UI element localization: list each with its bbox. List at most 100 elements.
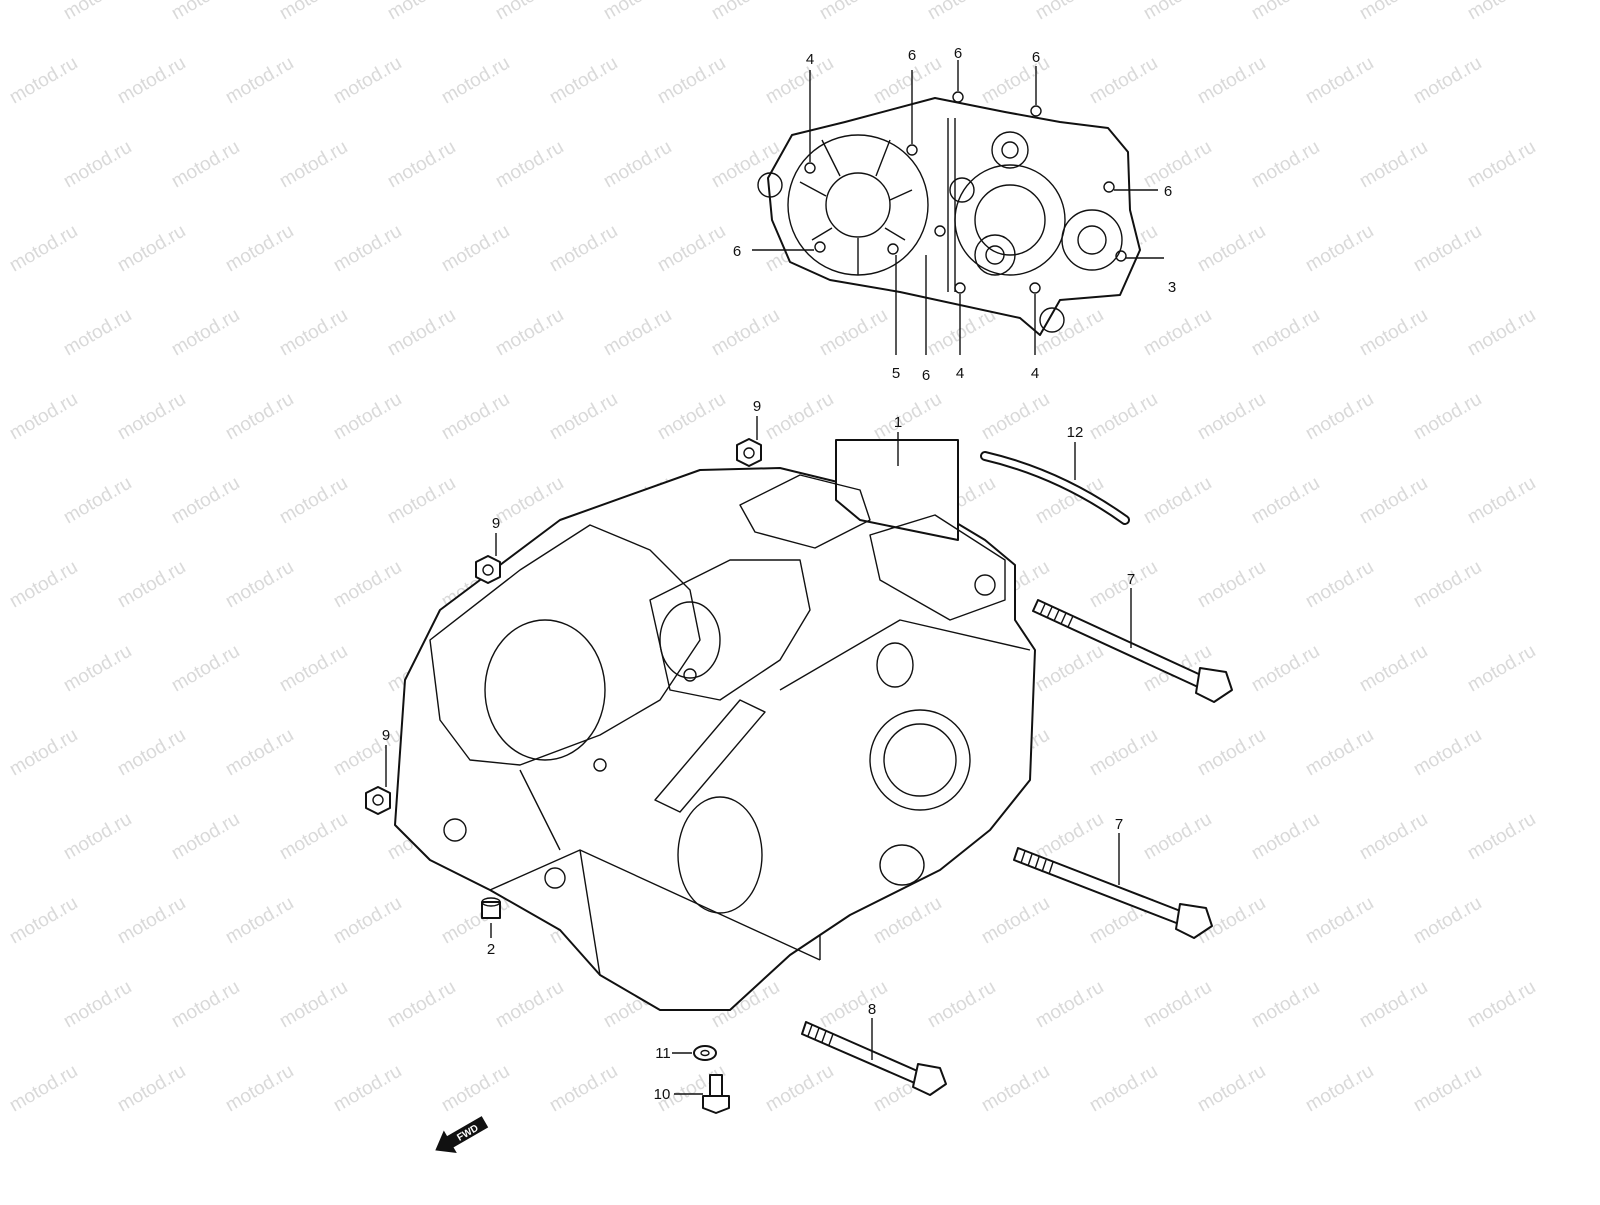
watermark-text-138: motod.ru bbox=[1302, 725, 1377, 781]
callout-9-top: 9 bbox=[753, 398, 761, 415]
callout-labels: 4 6 6 6 6 6 3 5 6 4 4 1 12 9 9 9 7 7 2 8… bbox=[382, 45, 1176, 1103]
watermark-text-5: motod.ru bbox=[600, 0, 675, 24]
watermark-text-177: motod.ru bbox=[1032, 977, 1107, 1033]
watermark-text-170: motod.ru bbox=[276, 977, 351, 1033]
watermark-text-172: motod.ru bbox=[492, 977, 567, 1033]
watermark-text-85: motod.ru bbox=[168, 473, 243, 529]
watermark-text-123: motod.ru bbox=[1248, 641, 1323, 697]
watermark-text-176: motod.ru bbox=[924, 977, 999, 1033]
callout-3: 3 bbox=[1168, 279, 1176, 296]
watermark-text-167: motod.ru bbox=[1410, 893, 1485, 949]
watermark-text-140: motod.ru bbox=[60, 809, 135, 865]
nut-9a bbox=[736, 438, 762, 467]
callout-10: 10 bbox=[654, 1086, 671, 1103]
watermark-text-150: motod.ru bbox=[1140, 809, 1215, 865]
watermark-text-187: motod.ru bbox=[546, 1061, 621, 1117]
callout-6-left: 6 bbox=[733, 243, 741, 260]
watermark-text-179: motod.ru bbox=[1248, 977, 1323, 1033]
crankcase-assembly bbox=[394, 439, 1036, 1011]
watermark-text-9: motod.ru bbox=[1032, 0, 1107, 24]
watermark-text-191: motod.ru bbox=[978, 1061, 1053, 1117]
watermark-text-3: motod.ru bbox=[384, 0, 459, 24]
watermark-text-152: motod.ru bbox=[1356, 809, 1431, 865]
callout-4-bottom-1: 4 bbox=[956, 365, 964, 382]
watermark-text-67: motod.ru bbox=[1248, 305, 1323, 361]
watermark-text-10: motod.ru bbox=[1140, 0, 1215, 24]
callout-1: 1 bbox=[894, 414, 902, 431]
callout-2: 2 bbox=[487, 941, 495, 958]
watermark-text-63: motod.ru bbox=[816, 305, 891, 361]
watermark-text-32: motod.ru bbox=[492, 137, 567, 193]
watermark-text-78: motod.ru bbox=[870, 389, 945, 445]
watermark-text-149: motod.ru bbox=[1032, 809, 1107, 865]
watermark-text-110: motod.ru bbox=[1302, 557, 1377, 613]
watermark-text-45: motod.ru bbox=[330, 221, 405, 277]
watermark-text-4: motod.ru bbox=[492, 0, 567, 24]
watermark-text-56: motod.ru bbox=[60, 305, 135, 361]
watermark-text-99: motod.ru bbox=[114, 557, 189, 613]
watermark-text-114: motod.ru bbox=[276, 641, 351, 697]
watermark-text-53: motod.ru bbox=[1194, 221, 1269, 277]
watermark-text-0: motod.ru bbox=[60, 0, 135, 24]
watermark-text-70: motod.ru bbox=[6, 389, 81, 445]
watermark-text-8: motod.ru bbox=[924, 0, 999, 24]
watermark-text-155: motod.ru bbox=[114, 893, 189, 949]
watermark-text-95: motod.ru bbox=[1248, 473, 1323, 529]
watermark-text-171: motod.ru bbox=[384, 977, 459, 1033]
nut-9c bbox=[365, 786, 391, 815]
watermark-text-16: motod.ru bbox=[222, 53, 297, 109]
watermark-text-178: motod.ru bbox=[1140, 977, 1215, 1033]
watermark-text-75: motod.ru bbox=[546, 389, 621, 445]
callout-6-top-2: 6 bbox=[954, 45, 962, 62]
watermark-text-81: motod.ru bbox=[1194, 389, 1269, 445]
callout-6-top-1: 6 bbox=[908, 47, 916, 64]
watermark-text-189: motod.ru bbox=[762, 1061, 837, 1117]
watermark-text-121: motod.ru bbox=[1032, 641, 1107, 697]
watermark-text-24: motod.ru bbox=[1086, 53, 1161, 109]
watermark-text-182: motod.ru bbox=[6, 1061, 81, 1117]
watermark-text-80: motod.ru bbox=[1086, 389, 1161, 445]
watermark-text-175: motod.ru bbox=[816, 977, 891, 1033]
watermark-text-12: motod.ru bbox=[1356, 0, 1431, 24]
watermark-text-33: motod.ru bbox=[600, 137, 675, 193]
watermark-text-74: motod.ru bbox=[438, 389, 513, 445]
watermark-text-66: motod.ru bbox=[1140, 305, 1215, 361]
callout-6-bottom: 6 bbox=[922, 367, 930, 384]
watermark-text-156: motod.ru bbox=[222, 893, 297, 949]
callout-9-left: 9 bbox=[382, 727, 390, 744]
watermark-text-142: motod.ru bbox=[276, 809, 351, 865]
watermark-text-48: motod.ru bbox=[654, 221, 729, 277]
callout-11: 11 bbox=[655, 1045, 671, 1062]
watermark-text-61: motod.ru bbox=[600, 305, 675, 361]
watermark-text-64: motod.ru bbox=[924, 305, 999, 361]
watermark-text-38: motod.ru bbox=[1140, 137, 1215, 193]
watermark-text-31: motod.ru bbox=[384, 137, 459, 193]
forward-direction-arrow: FWD bbox=[435, 1116, 489, 1154]
watermark-text-101: motod.ru bbox=[330, 557, 405, 613]
watermark-text-84: motod.ru bbox=[60, 473, 135, 529]
watermark-text-69: motod.ru bbox=[1464, 305, 1539, 361]
watermark-text-180: motod.ru bbox=[1356, 977, 1431, 1033]
watermark-text-163: motod.ru bbox=[978, 893, 1053, 949]
callout-6-top-3: 6 bbox=[1032, 49, 1040, 66]
watermark-text-125: motod.ru bbox=[1464, 641, 1539, 697]
watermark-text-153: motod.ru bbox=[1464, 809, 1539, 865]
watermark-text-124: motod.ru bbox=[1356, 641, 1431, 697]
watermark-text-20: motod.ru bbox=[654, 53, 729, 109]
watermark-text-47: motod.ru bbox=[546, 221, 621, 277]
watermark-text-39: motod.ru bbox=[1248, 137, 1323, 193]
watermark-text-194: motod.ru bbox=[1302, 1061, 1377, 1117]
watermark-text-128: motod.ru bbox=[222, 725, 297, 781]
leader-lines bbox=[385, 60, 1164, 1095]
watermark-text-57: motod.ru bbox=[168, 305, 243, 361]
watermark-text-21: motod.ru bbox=[762, 53, 837, 109]
watermark-text-40: motod.ru bbox=[1356, 137, 1431, 193]
watermark-text-11: motod.ru bbox=[1248, 0, 1323, 24]
watermark-text-137: motod.ru bbox=[1194, 725, 1269, 781]
crankcase-half-inner-view bbox=[757, 91, 1141, 336]
watermark-text-30: motod.ru bbox=[276, 137, 351, 193]
watermark-text-7: motod.ru bbox=[816, 0, 891, 24]
callout-8: 8 bbox=[868, 1001, 876, 1018]
watermark-text-127: motod.ru bbox=[114, 725, 189, 781]
